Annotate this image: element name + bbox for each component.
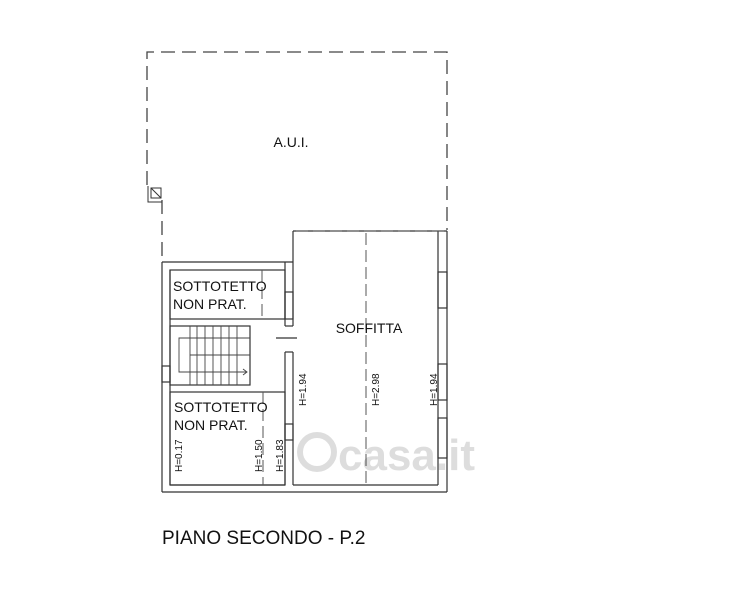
plan-title: PIANO SECONDO - P.2: [162, 528, 365, 549]
room-label-sottotetto-top: SOTTOTETTO: [173, 278, 267, 294]
room-label-aui: A.U.I.: [273, 134, 308, 150]
watermark: casa.it: [297, 431, 475, 480]
height-soffitta-right: H=1.94: [429, 373, 440, 406]
room-label-sottotetto-top-sub: NON PRAT.: [173, 296, 247, 312]
chimney-symbol: [147, 186, 162, 203]
height-sottotetto-right: H=1.83: [275, 439, 286, 472]
height-sottotetto-mid: H=1.50: [254, 439, 265, 472]
ridge-lines: [261, 230, 447, 485]
height-soffitta-center: H=2.98: [371, 373, 382, 406]
walls: [161, 230, 448, 493]
height-soffitta-left: H=1.94: [298, 373, 309, 406]
height-sottotetto-left: H=0.17: [174, 439, 185, 472]
staircase: [178, 326, 250, 385]
watermark-text: casa.it: [338, 431, 475, 480]
room-label-sottotetto-bottom: SOTTOTETTO: [174, 399, 268, 415]
room-label-sottotetto-bottom-sub: NON PRAT.: [174, 417, 248, 433]
aui-outline: [146, 51, 448, 262]
room-label-soffitta: SOFFITTA: [336, 320, 403, 336]
